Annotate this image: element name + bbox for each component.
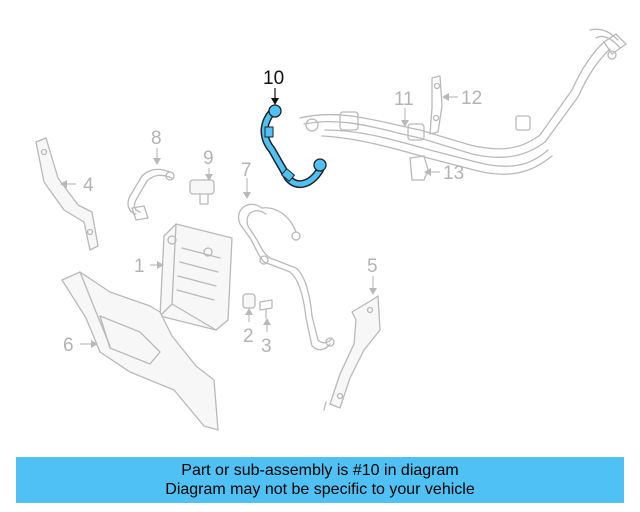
callout-13: 13: [443, 163, 464, 184]
callout-6: 6: [63, 335, 74, 356]
leader-lines: [60, 88, 458, 348]
callout-12: 12: [461, 88, 482, 109]
callout-1: 1: [134, 256, 145, 277]
part-3-bolt: [259, 299, 273, 319]
part-10-cooler-hose: [260, 104, 327, 189]
part-13-clip: [409, 155, 429, 181]
parts-diagram: 1 2 3 4 5 6 7 8 9 10 11 12 13: [35, 28, 627, 431]
callout-4: 4: [83, 175, 94, 196]
callout-3: 3: [261, 336, 272, 357]
banner-line-1: Part or sub-assembly is #10 in diagram: [181, 462, 459, 479]
callout-8: 8: [151, 128, 162, 149]
part-7-line: [237, 203, 335, 351]
part-12-bracket: [429, 75, 443, 135]
info-banner: Part or sub-assembly is #10 in diagram D…: [16, 457, 624, 503]
part-11-cooler-lines: [299, 28, 627, 175]
callout-2: 2: [243, 326, 254, 347]
part-8-line: [127, 168, 175, 221]
callout-7: 7: [241, 160, 252, 181]
banner-line-2: Diagram may not be specific to your vehi…: [165, 481, 475, 498]
part-1-cooler: [159, 223, 233, 331]
part-5-bracket: [323, 295, 381, 411]
part-9-fitting: [189, 179, 215, 205]
callout-10: 10: [263, 68, 284, 89]
part-6-shield: [61, 271, 219, 431]
callout-5: 5: [367, 256, 378, 277]
part-2-nut: [242, 293, 256, 309]
callout-11: 11: [394, 89, 414, 110]
part-4-bracket: [35, 137, 99, 251]
callout-9: 9: [203, 148, 214, 169]
